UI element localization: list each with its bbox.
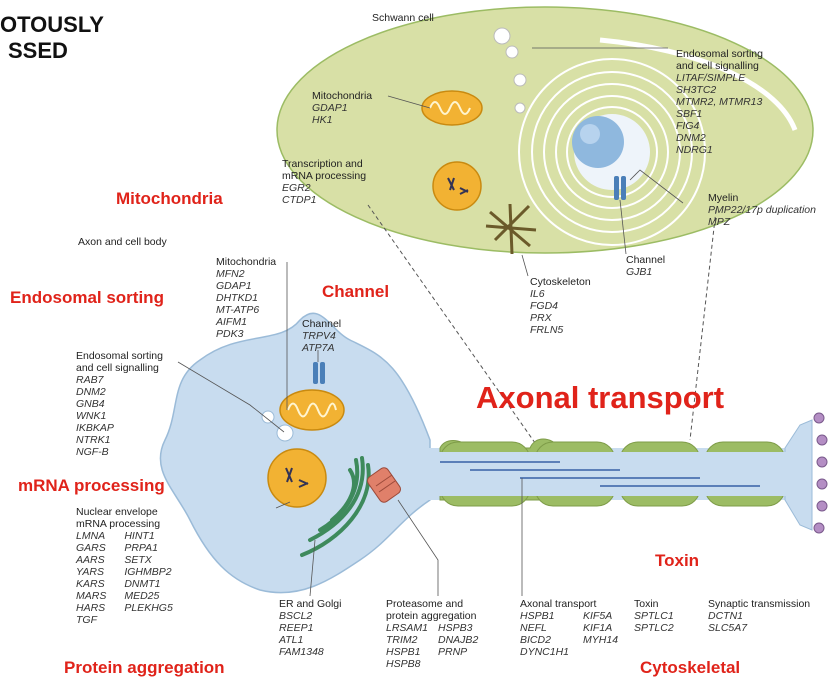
- overlay-toxin: Toxin: [655, 551, 699, 571]
- vesicle-icon: [277, 425, 293, 441]
- axon-channel-header: Channel: [302, 318, 341, 330]
- axon-nuclear-genes-col1: LMNA GARS AARS YARS KARS MARS HARS TGF: [76, 530, 106, 626]
- schwann-channel-group: Channel GJB1: [626, 254, 665, 278]
- schwann-endosomal-group: Endosomal sorting and cell signalling LI…: [676, 48, 763, 156]
- headline: OTOUSLY SSED: [0, 12, 104, 64]
- overlay-channel: Channel: [322, 282, 389, 302]
- vesicle-icon: [514, 74, 526, 86]
- axon-mitochondria-header: Mitochondria: [216, 256, 276, 268]
- axon-nuclear-header: Nuclear envelope mRNA processing: [76, 506, 173, 530]
- schwann-transcription-header: Transcription and mRNA processing: [282, 158, 366, 182]
- axon-axonal-transport-group: Axonal transport HSPB1 NEFL BICD2 DYNC1H…: [520, 598, 618, 658]
- headline-line-2: SSED: [8, 38, 104, 64]
- axon-crosssection-icon: [572, 116, 624, 168]
- nucleus-icon: [433, 162, 481, 210]
- schwann-channel-genes: GJB1: [626, 266, 665, 278]
- axon-axonal-header: Axonal transport: [520, 598, 618, 610]
- nucleus-icon: [268, 449, 326, 507]
- overlay-mitochondria: Mitochondria: [116, 189, 223, 209]
- schwann-mitochondria-genes: GDAP1 HK1: [312, 102, 372, 126]
- axon-nuclear-group: Nuclear envelope mRNA processing LMNA GA…: [76, 506, 173, 626]
- axon-toxin-genes: SPTLC1 SPTLC2: [634, 610, 674, 634]
- vesicle-icon: [515, 103, 525, 113]
- axon-endosomal-group: Endosomal sorting and cell signalling RA…: [76, 350, 163, 458]
- axon-synaptic-group: Synaptic transmission DCTN1 SLC5A7: [708, 598, 810, 634]
- axon-proteasome-genes-col2: HSPB3 DNAJB2 PRNP: [438, 622, 478, 670]
- mitochondrion-icon: [280, 390, 344, 430]
- axon-channel-genes: TRPV4 ATP7A: [302, 330, 341, 354]
- overlay-axonal-transport: Axonal transport: [476, 380, 724, 416]
- schwann-mitochondria-group: Mitochondria GDAP1 HK1: [312, 90, 372, 126]
- axon-channel-group: Channel TRPV4 ATP7A: [302, 318, 341, 354]
- axon-proteasome-group: Proteasome and protein aggregation LRSAM…: [386, 598, 478, 670]
- synaptic-vesicles-icon: [814, 413, 827, 533]
- schwann-transcription-group: Transcription and mRNA processing EGR2 C…: [282, 158, 366, 206]
- myelin-sheath-icon: [430, 439, 790, 506]
- axon-proteasome-header: Proteasome and protein aggregation: [386, 598, 478, 622]
- axon-mitochondria-group: Mitochondria MFN2 GDAP1 DHTKD1 MT-ATP6 A…: [216, 256, 276, 340]
- vesicle-icon: [506, 46, 518, 58]
- axon-axonal-genes-col1: HSPB1 NEFL BICD2 DYNC1H1: [520, 610, 569, 658]
- overlay-cytoskeletal: Cytoskeletal: [640, 658, 740, 678]
- axon-er-header: ER and Golgi: [279, 598, 341, 610]
- axon-endosomal-genes: RAB7 DNM2 GNB4 WNK1 IKBKAP NTRK1 NGF-B: [76, 374, 163, 458]
- vesicle-icon: [494, 28, 510, 44]
- vesicle-icon: [262, 411, 274, 423]
- axon-mitochondria-genes: MFN2 GDAP1 DHTKD1 MT-ATP6 AIFM1 PDK3: [216, 268, 276, 340]
- schwann-myelin-genes: PMP22/17p duplication MPZ: [708, 204, 816, 228]
- axon-er-group: ER and Golgi BSCL2 REEP1 ATL1 FAM1348: [279, 598, 341, 658]
- axon-synaptic-header: Synaptic transmission: [708, 598, 810, 610]
- axon-cell-body-title: Axon and cell body: [78, 236, 167, 248]
- schwann-endosomal-genes: LITAF/SIMPLE SH3TC2 MTMR2, MTMR13 SBF1 F…: [676, 72, 763, 156]
- axon-toxin-group: Toxin SPTLC1 SPTLC2: [634, 598, 674, 634]
- schwann-transcription-genes: EGR2 CTDP1: [282, 182, 366, 206]
- axon-endosomal-header: Endosomal sorting and cell signalling: [76, 350, 163, 374]
- schwann-cytoskeleton-header: Cytoskeleton: [530, 276, 591, 288]
- axon-toxin-header: Toxin: [634, 598, 674, 610]
- channel-icon: [614, 176, 619, 200]
- axon-synaptic-genes: DCTN1 SLC5A7: [708, 610, 810, 634]
- schwann-mitochondria-header: Mitochondria: [312, 90, 372, 102]
- schwann-cytoskeleton-genes: IL6 FGD4 PRX FRLN5: [530, 288, 591, 336]
- mitochondrion-icon: [422, 91, 482, 125]
- schwann-channel-header: Channel: [626, 254, 665, 266]
- axon-axonal-genes-col2: KIF5A KIF1A MYH14: [583, 610, 618, 658]
- axon-proteasome-genes-col1: LRSAM1 TRIM2 HSPB1 HSPB8: [386, 622, 428, 670]
- headline-line-1: OTOUSLY: [0, 12, 104, 38]
- axon-er-genes: BSCL2 REEP1 ATL1 FAM1348: [279, 610, 341, 658]
- schwann-myelin-group: Myelin PMP22/17p duplication MPZ: [708, 192, 816, 228]
- schwann-cytoskeleton-group: Cytoskeleton IL6 FGD4 PRX FRLN5: [530, 276, 591, 336]
- schwann-myelin-header: Myelin: [708, 192, 816, 204]
- overlay-endosomal-sorting: Endosomal sorting: [10, 288, 164, 308]
- overlay-protein-aggregation: Protein aggregation: [64, 658, 225, 678]
- axon-nuclear-genes-col2: HINT1 PRPA1 SETX IGHMBP2 DNMT1 MED25 PLE…: [124, 530, 172, 626]
- schwann-cell-title: Schwann cell: [372, 12, 434, 24]
- schwann-endosomal-header: Endosomal sorting and cell signalling: [676, 48, 763, 72]
- overlay-mrna-processing: mRNA processing: [18, 476, 165, 496]
